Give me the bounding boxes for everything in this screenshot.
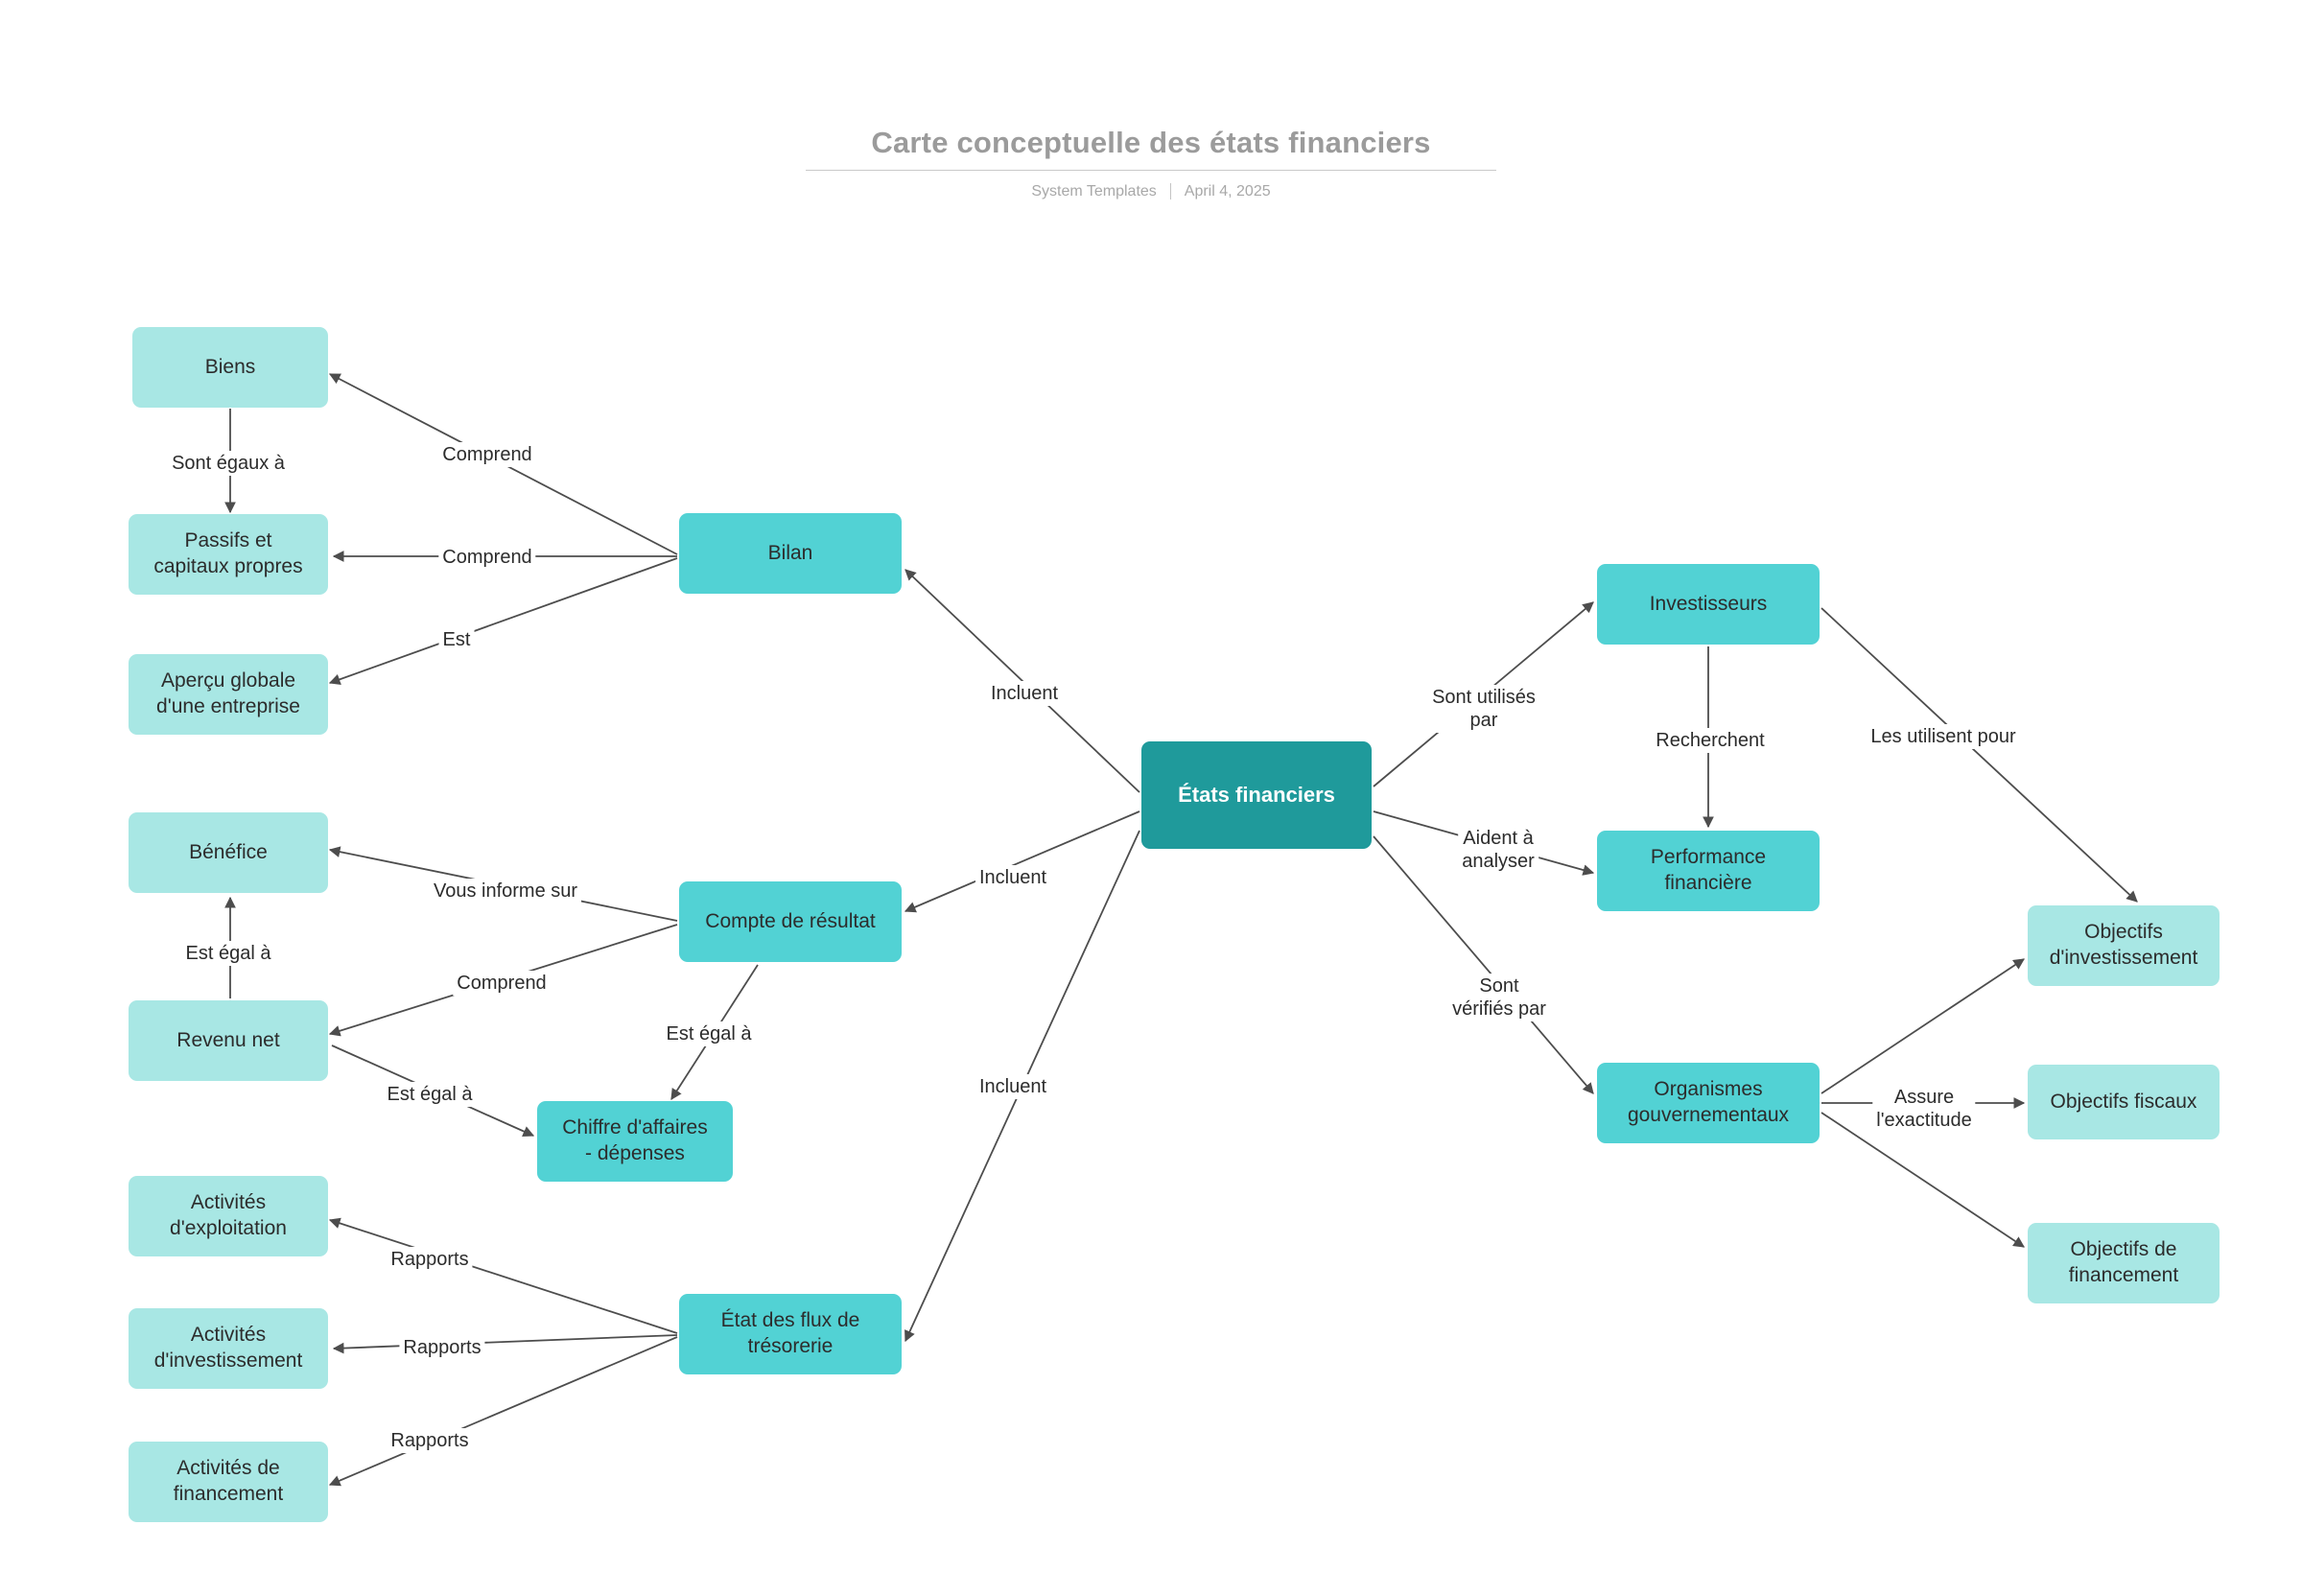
node-benefice[interactable]: Bénéfice xyxy=(129,812,328,893)
node-bilan[interactable]: Bilan xyxy=(679,513,902,594)
edge-etats-financiers-to-organismes xyxy=(1373,835,1594,1094)
edge-label-e18: Sont vérifiés par xyxy=(1448,974,1550,1021)
node-passifs[interactable]: Passifs et capitaux propres xyxy=(129,514,328,595)
document-meta: System Templates April 4, 2025 xyxy=(806,183,1496,200)
edge-flux-tresorerie-to-act-investissement xyxy=(332,1334,678,1354)
edge-bilan-to-apercu xyxy=(328,557,678,685)
edge-label-e12: Incluent xyxy=(975,1074,1051,1099)
node-investisseurs[interactable]: Investisseurs xyxy=(1597,564,1820,645)
edge-label-e19: Recherchent xyxy=(1652,728,1769,753)
edge-label-e2: Comprend xyxy=(438,442,536,467)
node-revenu-net[interactable]: Revenu net xyxy=(129,1000,328,1081)
node-biens[interactable]: Biens xyxy=(132,327,328,408)
node-etats-financiers[interactable]: États financiers xyxy=(1141,741,1372,849)
document-header: Carte conceptuelle des états financiers … xyxy=(806,125,1496,200)
meta-date: April 4, 2025 xyxy=(1184,182,1271,200)
node-obj-investissement[interactable]: Objectifs d'investissement xyxy=(2028,905,2220,986)
edge-flux-tresorerie-to-act-financement xyxy=(328,1336,678,1487)
node-compte-resultat[interactable]: Compte de résultat xyxy=(679,881,902,962)
node-act-financement[interactable]: Activités de financement xyxy=(129,1442,328,1522)
edge-label-e6: Est égal à xyxy=(181,941,275,966)
edge-label-e8: Comprend xyxy=(453,971,551,996)
edge-label-e4: Est xyxy=(438,627,475,652)
node-organismes[interactable]: Organismes gouvernementaux xyxy=(1597,1063,1820,1143)
edge-label-e17: Aident à analyser xyxy=(1458,826,1539,874)
node-obj-financement[interactable]: Objectifs de financement xyxy=(2028,1223,2220,1303)
node-performance[interactable]: Performance financière xyxy=(1597,831,1820,911)
page-title: Carte conceptuelle des états financiers xyxy=(806,125,1496,172)
edge-investisseurs-to-obj-investissement xyxy=(1820,607,2138,903)
edge-label-e13: Rapports xyxy=(387,1247,473,1272)
edge-label-e5: Incluent xyxy=(986,681,1063,706)
edge-label-e22: Assure l'exactitude xyxy=(1872,1085,1976,1133)
node-apercu[interactable]: Aperçu globale d'une entreprise xyxy=(129,654,328,735)
edge-label-e3: Comprend xyxy=(438,545,536,570)
node-chiffre-affaires[interactable]: Chiffre d'affaires - dépenses xyxy=(537,1101,733,1182)
edge-flux-tresorerie-to-act-exploitation xyxy=(328,1217,678,1334)
meta-source: System Templates xyxy=(1031,182,1157,200)
edge-etats-financiers-to-compte-resultat xyxy=(904,810,1140,913)
node-act-exploitation[interactable]: Activités d'exploitation xyxy=(129,1176,328,1256)
edge-label-e14: Rapports xyxy=(399,1335,485,1360)
edge-label-e16: Sont utilisés par xyxy=(1428,685,1539,733)
edge-lines xyxy=(224,373,2138,1487)
node-obj-fiscaux[interactable]: Objectifs fiscaux xyxy=(2028,1065,2220,1139)
edge-label-e20: Les utilisent pour xyxy=(1867,724,2020,749)
edge-label-e15: Rapports xyxy=(387,1428,473,1453)
edge-organismes-to-obj-financement xyxy=(1820,1112,2025,1248)
edge-label-e7: Vous informe sur xyxy=(429,879,582,904)
meta-divider xyxy=(1169,183,1171,200)
node-flux-tresorerie[interactable]: État des flux de trésorerie xyxy=(679,1294,902,1374)
edge-label-e9: Est égal à xyxy=(383,1082,477,1107)
edge-organismes-to-obj-investissement xyxy=(1820,958,2025,1094)
edge-label-e1: Sont égaux à xyxy=(168,451,289,476)
edge-label-e11: Incluent xyxy=(975,865,1051,890)
node-act-investissement[interactable]: Activités d'investissement xyxy=(129,1308,328,1389)
edge-label-e10: Est égal à xyxy=(662,1021,756,1046)
